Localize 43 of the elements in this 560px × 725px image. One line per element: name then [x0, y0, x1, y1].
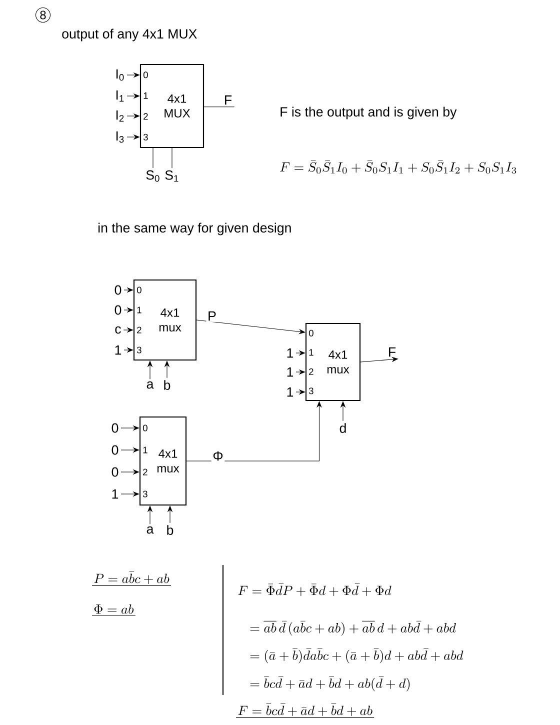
formula: $F = \bar{\Phi}\bar{d}P + \bar{\Phi}d + \Phi\bar{d} + \Phi d$: [238, 584, 392, 596]
signal-label: d: [340, 423, 346, 433]
signal-label: S$_{1}$: [165, 170, 178, 182]
signal-label: F: [225, 95, 232, 105]
formula: $= (\bar{a}+\bar{b})\bar{d}a\bar{b}c + (\bar{a}+\bar{b})d + ab\bar{d} + abd$: [250, 648, 464, 664]
signal-label: S$_{0}$: [146, 170, 160, 182]
mux-box: 0 1 2 3 4x1 mux: [139, 416, 187, 506]
formula: $= \overline{ab}\,\bar{d}\,(a\bar{b}c+ab) + \overline{ab}\,d + ab\bar{d} + abd$: [250, 620, 456, 636]
signal-label: F: [389, 347, 396, 357]
signal-label: 1: [112, 489, 118, 499]
note-text: in the same way for given design: [98, 222, 291, 236]
formula: $= \bar{b}c\bar{d} + \bar{a}d + \bar{b}d + ab(\bar{d}+d)$: [250, 676, 410, 692]
formula: $\Phi = ab$: [92, 604, 136, 616]
signal-label: 0: [114, 285, 122, 295]
mux-box: 0 1 2 3 4x1 MUX: [140, 64, 204, 148]
signal-label: a: [146, 526, 154, 534]
circled-number: 8: [35, 7, 51, 23]
signal-label: 0: [112, 467, 118, 477]
signal-label: 1: [115, 345, 122, 355]
heading: output of any 4x1 MUX: [62, 28, 197, 42]
edge-label: P: [206, 310, 218, 322]
signal-label: I$_{1}$: [116, 90, 124, 102]
signal-label: I$_{2}$: [116, 110, 124, 122]
formula: $F = \bar{S}_0\bar{S}_1 I_0 + \bar{S}_0 S_1 I_1 + S_0\bar{S}_1 I_2 + S_0 S_1 I_3$: [280, 160, 516, 174]
signal-label: b: [167, 525, 174, 535]
signal-label: 1: [287, 387, 294, 397]
arrow: [186, 401, 322, 462]
signal-label: 0: [112, 423, 118, 433]
signal-label: 1: [287, 367, 294, 377]
signal-label: 1: [287, 348, 294, 358]
signal-label: 0: [112, 445, 118, 455]
signal-label: c: [115, 326, 121, 334]
signal-label: I$_{0}$: [116, 69, 124, 81]
signal-label: b: [164, 380, 170, 390]
edge-label: Φ: [211, 450, 225, 462]
signal-label: a: [146, 381, 154, 389]
mux-box: 0 1 2 3 4x1 mux: [133, 279, 197, 361]
note-text: F is the output and is given by: [280, 106, 457, 120]
mux-box: 0 1 2 3 4x1 mux: [305, 322, 361, 402]
signal-label: I$_{3}$: [116, 131, 124, 143]
signal-label: 0: [114, 305, 122, 315]
formula: $F = \bar{b}c\bar{d} + \bar{a}d + \bar{b}d + ab$: [236, 704, 374, 718]
formula: $P = a\bar{b}c + ab$: [92, 572, 172, 586]
